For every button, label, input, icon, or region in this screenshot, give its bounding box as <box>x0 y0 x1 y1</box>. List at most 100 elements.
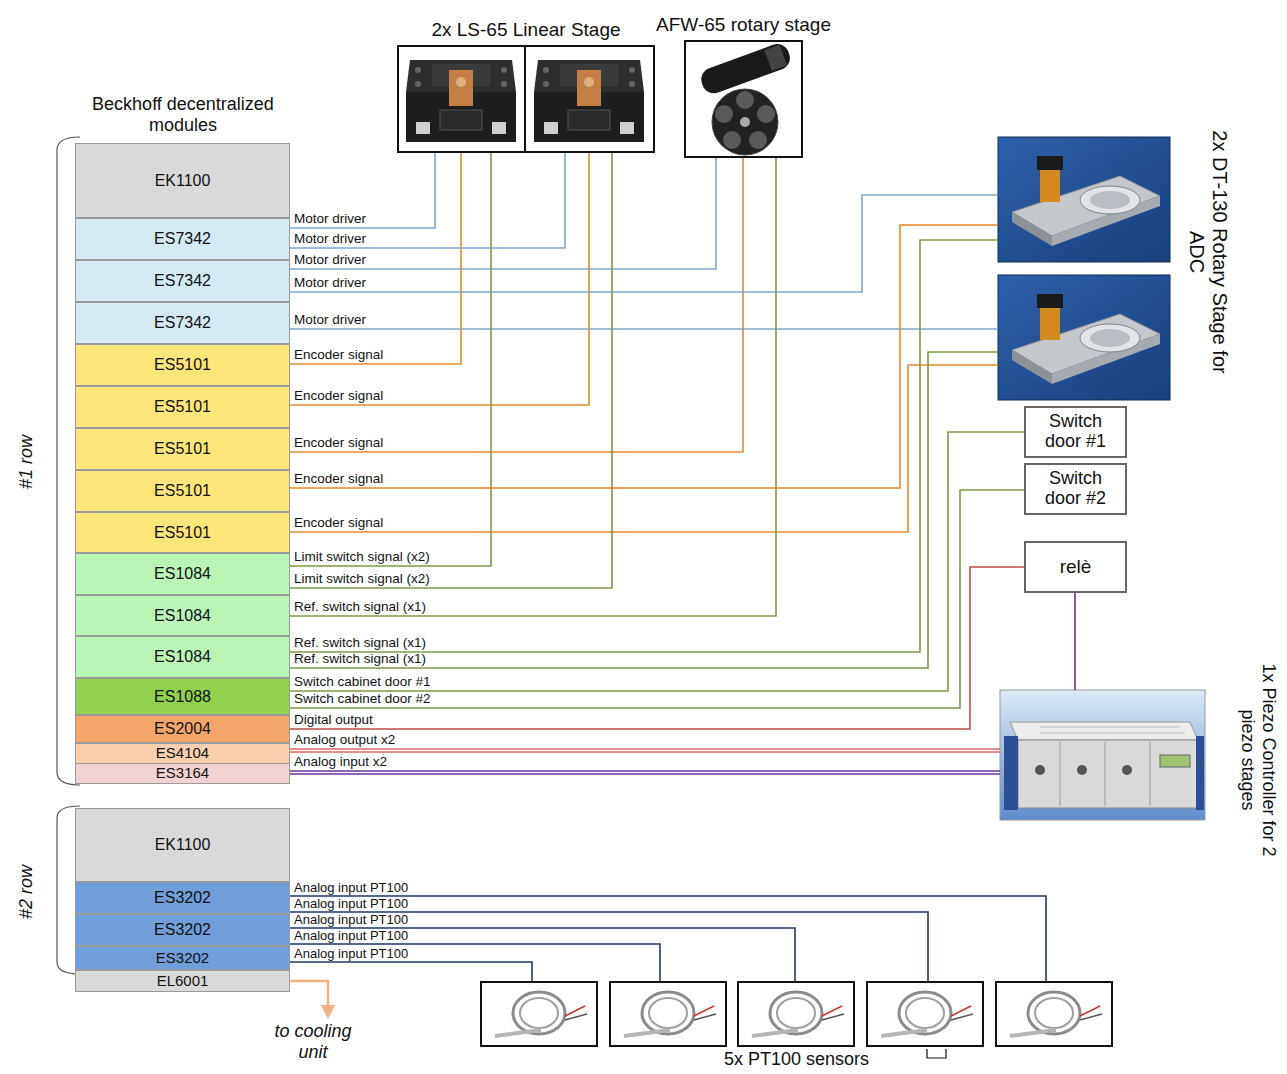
photo-ground <box>998 137 1170 262</box>
signal-wire <box>290 153 435 228</box>
stage-hole <box>501 67 507 73</box>
box-text: ES4104 <box>156 745 209 762</box>
box-text: Switch door #1 <box>1036 412 1115 452</box>
sensor-cable <box>513 992 565 1034</box>
signal-wire <box>290 944 660 982</box>
photo-ground <box>1000 690 1205 820</box>
wheel-hole <box>736 91 754 109</box>
rack-knob <box>1035 765 1045 775</box>
sensor-frame <box>996 982 1112 1046</box>
rack-slot <box>1105 742 1106 806</box>
stage-hole <box>629 81 635 87</box>
group-heading: Beckhoff decentralized modules <box>63 94 303 135</box>
sensor-probe <box>881 1030 927 1036</box>
box-text: ES5101 <box>154 398 211 416</box>
component-heading: 1x Piezo Controller for 2 piezo stages <box>1237 645 1278 875</box>
box-text: ES7342 <box>154 272 211 290</box>
wheel-hub <box>740 117 750 127</box>
component-heading: 5x PT100 sensors <box>724 1049 869 1070</box>
rack-vent <box>1040 727 1180 728</box>
signal-wire <box>290 365 998 532</box>
box-text: ES1084 <box>154 648 211 666</box>
module-box: ES1088 <box>75 678 290 715</box>
module-box: ES1084 <box>75 595 290 636</box>
sensor-frame <box>867 982 983 1046</box>
stage-hole <box>415 67 421 73</box>
wheel-hole <box>749 131 767 149</box>
wheel-hole <box>715 105 733 123</box>
box-text: ES5101 <box>154 482 211 500</box>
sensor-lead <box>694 1014 716 1020</box>
box-text: EK1100 <box>155 836 211 854</box>
stage-clamp <box>492 122 506 134</box>
sensor-illustration <box>610 982 726 1046</box>
signal-wire <box>290 749 1000 752</box>
box-text: ES7342 <box>154 314 211 332</box>
stage-side <box>1012 212 1052 246</box>
signal-label: Switch cabinet door #2 <box>294 692 431 707</box>
box-text: EK1100 <box>155 172 211 190</box>
signal-wire <box>290 153 461 364</box>
module-box: EK1100 <box>75 808 290 882</box>
stage-hole <box>629 67 635 73</box>
signal-label: Ref. switch signal (x1) <box>294 636 426 651</box>
component-heading: 2x LS-65 Linear Stage <box>431 19 620 41</box>
box-text: ES2004 <box>154 720 211 738</box>
signal-label: Motor driver <box>294 232 366 247</box>
box-text: ES3164 <box>156 765 209 782</box>
rack-handle <box>1196 736 1204 810</box>
signal-label: Motor driver <box>294 276 366 291</box>
box-text: ES5101 <box>154 356 211 374</box>
box-text: ES1084 <box>154 565 211 583</box>
relay-box: relè <box>1024 541 1127 593</box>
switch-box: Switch door #2 <box>1024 463 1127 515</box>
rack-knob <box>1122 765 1132 775</box>
sensor-lead <box>1080 1014 1102 1020</box>
signal-wire <box>290 352 998 668</box>
stage-frame: AFW-65 rotary stage <box>684 40 803 158</box>
sensor-cable <box>649 998 687 1028</box>
rack-handle <box>1004 736 1018 810</box>
signal-wire <box>290 928 795 982</box>
stage-hole <box>543 67 549 73</box>
module-box: ES5101 <box>75 344 290 386</box>
sensor-probe <box>1010 1030 1056 1036</box>
box-text: ES5101 <box>154 524 211 542</box>
stage-hole <box>501 81 507 87</box>
sensor-group: 5x PT100 sensors <box>481 982 1112 1046</box>
signal-wire <box>290 225 998 488</box>
component-heading: 2x DT-130 Rotary Stage for ADC <box>1185 127 1231 377</box>
sensor-cable <box>1035 998 1073 1028</box>
signal-wire <box>290 153 589 405</box>
sensor-illustration <box>481 982 597 1046</box>
signal-wire <box>290 153 565 248</box>
component-heading: AFW-65 rotary stage <box>656 14 831 36</box>
sensor-lead <box>694 1006 714 1016</box>
module-box: ES1084 <box>75 636 290 678</box>
sensor-cable <box>777 998 815 1028</box>
signal-label: Analog input PT100 <box>294 913 408 927</box>
signal-label: Digital output <box>294 713 373 728</box>
module-box: ES4104 <box>75 743 290 764</box>
signal-wire <box>290 328 998 330</box>
rotary-stage-group: 2x DT-130 Rotary Stage for ADC <box>998 137 1170 400</box>
stage-divider <box>524 45 526 153</box>
module-box: ES5101 <box>75 470 290 512</box>
rotary-stage-illustration <box>1012 294 1160 384</box>
box-text: relè <box>1060 557 1092 578</box>
signal-label: Encoder signal <box>294 436 383 451</box>
sensor-cable <box>1028 992 1080 1034</box>
motor-tag <box>764 45 787 71</box>
box-text: ES5101 <box>154 440 211 458</box>
sensor-lead <box>565 1006 585 1016</box>
wheel-disc <box>712 89 778 155</box>
module-box: ES3202 <box>75 946 290 970</box>
module-box: ES5101 <box>75 428 290 470</box>
signal-wire <box>290 158 776 616</box>
signal-wire <box>290 490 1024 708</box>
signal-label: Switch cabinet door #1 <box>294 675 431 690</box>
rack-top <box>1010 722 1198 740</box>
sensor-frame <box>481 982 597 1046</box>
